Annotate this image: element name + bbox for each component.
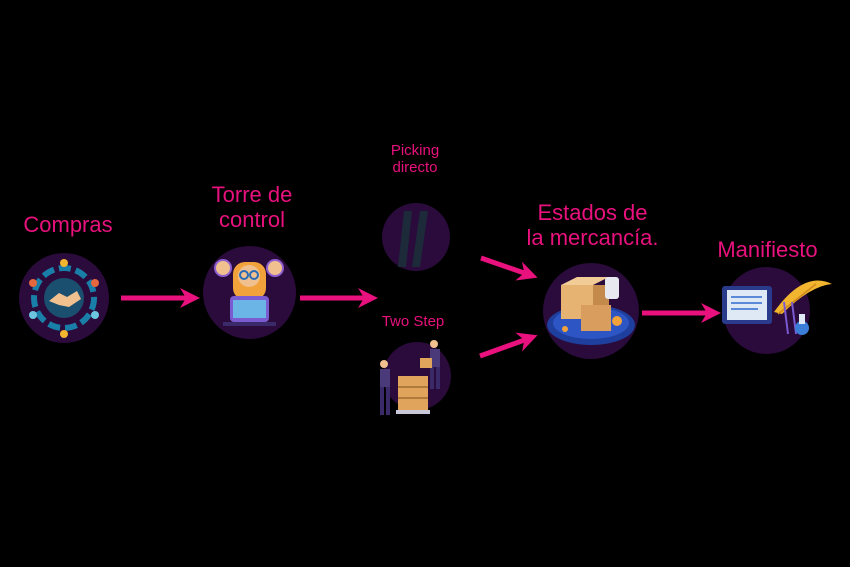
estados-label-line1: Estados de xyxy=(537,200,648,225)
torre-label-line1: Torre de xyxy=(211,182,293,207)
arrow-picking-estados xyxy=(480,255,538,281)
picking-bars-icon xyxy=(398,211,428,267)
twostep-label: Two Step xyxy=(381,313,445,330)
picking-label-line1: Picking xyxy=(390,142,440,159)
manifest-document-icon xyxy=(722,280,832,335)
torre-label-line2: control xyxy=(218,207,286,233)
arrow-twostep-estados xyxy=(479,332,538,359)
manifiesto-label: Manifiesto xyxy=(717,237,818,262)
torre-label: Torre de control xyxy=(192,182,312,233)
merchandise-boxes-icon xyxy=(547,277,635,345)
picking-label-line2: directo xyxy=(392,159,438,177)
picking-label: Picking directo xyxy=(375,142,455,177)
compras-label: Compras xyxy=(23,212,113,237)
control-tower-manager-icon xyxy=(214,259,284,326)
workers-boxes-icon xyxy=(380,340,440,415)
handshake-cycle-icon xyxy=(29,259,99,338)
estados-label: Estados de la mercancía. xyxy=(505,200,680,251)
estados-label-line2: la mercancía. xyxy=(526,225,659,251)
